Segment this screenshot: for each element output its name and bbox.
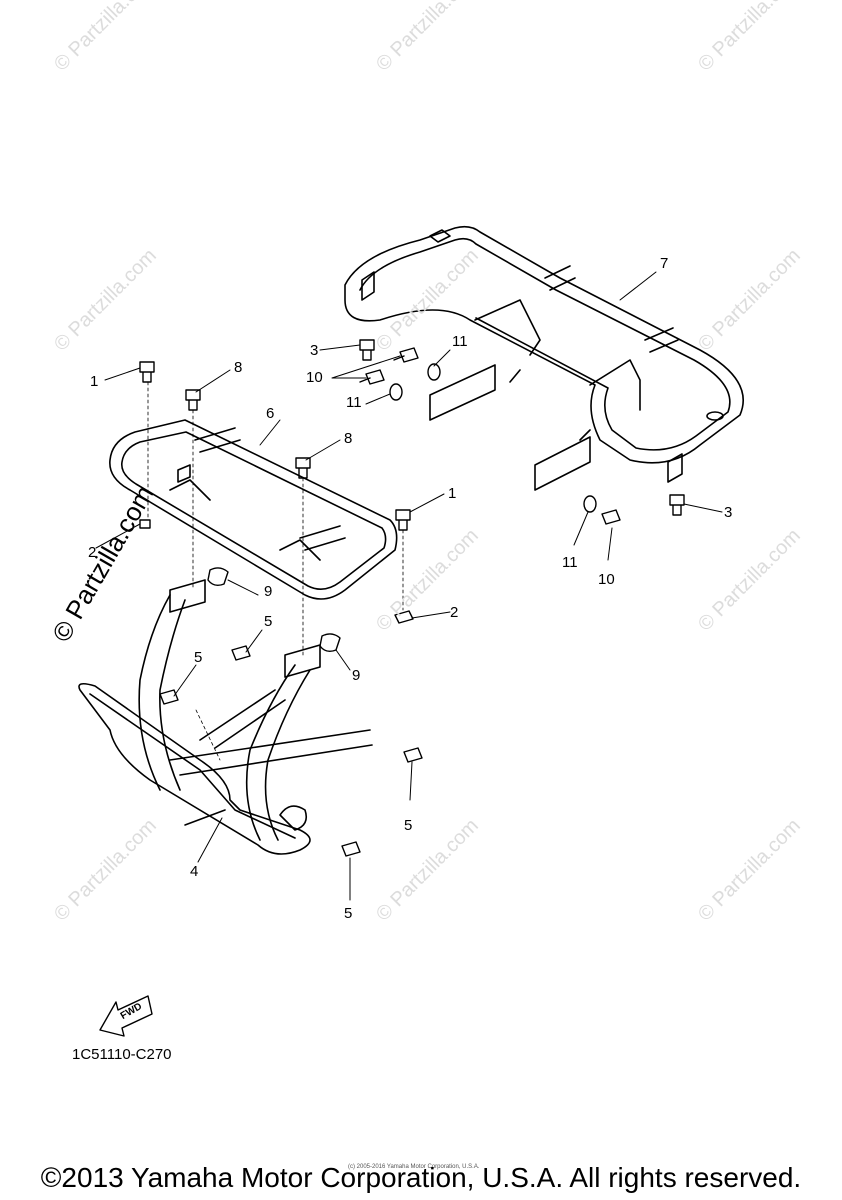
- callout-6: 6: [266, 405, 275, 422]
- callout-5: 5: [344, 905, 353, 922]
- callout-7: 7: [660, 255, 669, 272]
- callout-5: 5: [194, 649, 203, 666]
- fwd-arrow-shape: [99, 995, 153, 1037]
- copyright-footer: ©2013 Yamaha Motor Corporation, U.S.A. A…: [40, 1162, 802, 1193]
- small-copyright: (c) 2005-2016 Yamaha Motor Corporation, …: [348, 1164, 480, 1170]
- callout-3: 3: [724, 504, 733, 521]
- rear-carrier-7: [344, 225, 744, 491]
- callout-9: 9: [352, 667, 361, 684]
- callout-11: 11: [346, 394, 362, 411]
- callout-10: 10: [306, 369, 323, 386]
- callout-5: 5: [264, 613, 273, 630]
- callout-8: 8: [234, 359, 243, 376]
- leader-lines: [95, 271, 723, 901]
- callout-3: 3: [310, 342, 319, 359]
- callout-10: 10: [598, 571, 615, 588]
- callout-2: 2: [88, 544, 97, 561]
- callout-9: 9: [264, 583, 273, 600]
- callout-2: 2: [450, 604, 459, 621]
- diagram-code: 1C51110-C270: [72, 1046, 172, 1063]
- front-carrier-6: [109, 419, 398, 600]
- callout-11: 11: [562, 554, 578, 571]
- front-guard-4: [78, 579, 373, 855]
- callout-1: 1: [448, 485, 457, 502]
- callout-1: 1: [90, 373, 99, 390]
- callout-4: 4: [190, 863, 199, 880]
- callout-11: 11: [452, 333, 468, 350]
- callout-8: 8: [344, 430, 353, 447]
- callout-5: 5: [404, 817, 413, 834]
